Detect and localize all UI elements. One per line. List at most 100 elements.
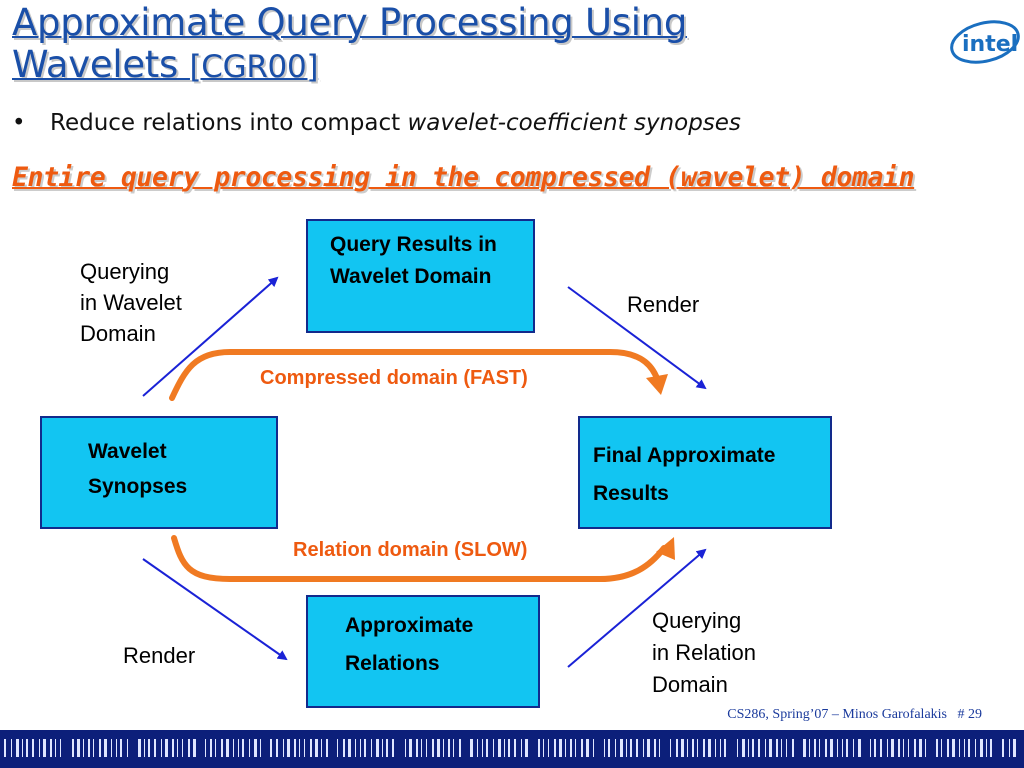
barcode-bar [1009, 739, 1010, 757]
barcode-bar [809, 739, 810, 757]
query-results-line-2: Wavelet Domain [330, 265, 492, 288]
barcode-bar [703, 739, 705, 757]
query-results-line-1: Query Results in [330, 233, 497, 256]
barcode-bar [903, 739, 904, 757]
approx-relations-line-2: Relations [345, 652, 440, 675]
barcode-bar [925, 739, 926, 757]
barcode-bar [11, 739, 12, 757]
barcode-bar [941, 739, 942, 757]
barcode-bar [748, 739, 749, 757]
wavelet-synopses-line-1: Wavelet [88, 440, 167, 463]
querying-relation-line-2: in Relation [652, 640, 756, 665]
barcode-bar [437, 739, 440, 757]
querying-wavelet-line-2: in Wavelet [80, 290, 182, 315]
barcode-bar [321, 739, 322, 757]
barcode-bar [842, 739, 843, 757]
final-results-line-2: Results [593, 482, 669, 505]
barcode-bar [260, 739, 261, 757]
barcode-bar [586, 739, 589, 757]
barcode-bar [283, 739, 284, 757]
barcode-bar [486, 739, 488, 757]
barcode-bar [887, 739, 888, 757]
barcode-bar [630, 739, 632, 757]
barcode-bar [161, 739, 162, 757]
barcode-bar [193, 739, 196, 757]
barcode-bar [371, 739, 372, 757]
barcode-bar [880, 739, 882, 757]
barcode-bar [315, 739, 318, 757]
barcode-bar [99, 739, 101, 757]
barcode-bar [608, 739, 610, 757]
barcode-bar [781, 739, 782, 757]
barcode-bar [148, 739, 150, 757]
barcode-bar [233, 739, 234, 757]
label-compressed-domain: Compressed domain (FAST) [260, 367, 528, 389]
barcode-bar [299, 739, 300, 757]
barcode-bar [975, 739, 976, 757]
barcode-bar [874, 739, 876, 757]
box-approx-relations [306, 595, 540, 708]
barcode-bar [226, 739, 229, 757]
barcode-bar [215, 739, 216, 757]
bullet-text: Reduce relations into compact [50, 110, 408, 136]
barcode-bar [570, 739, 572, 757]
barcode-bar [482, 739, 483, 757]
barcode-bar [382, 739, 383, 757]
barcode-bar [776, 739, 778, 757]
barcode-bar [803, 739, 806, 757]
barcode-bar [83, 739, 84, 757]
arrow-relation-head [656, 537, 675, 560]
barcode-bar [386, 739, 388, 757]
title-line-1: Approximate Query Processing Using [12, 1, 688, 44]
barcode-bar [715, 739, 716, 757]
barcode-bar [221, 739, 223, 757]
barcode-bar [287, 739, 290, 757]
barcode-bar [853, 739, 854, 757]
barcode-bar [16, 739, 19, 757]
querying-wavelet-line-3: Domain [80, 321, 156, 346]
barcode-bar [453, 739, 454, 757]
slide-title: Approximate Query Processing Using Wavel… [12, 2, 912, 88]
barcode-bar [459, 739, 461, 757]
querying-relation-line-1: Querying [652, 608, 742, 633]
barcode-bar [990, 739, 992, 757]
label-render-top: Render [627, 292, 700, 317]
barcode-bar [498, 739, 501, 757]
querying-wavelet-line-1: Querying [80, 259, 170, 284]
barcode-bar [508, 739, 510, 757]
barcode-bar [138, 739, 141, 757]
barcode-bar [846, 739, 848, 757]
label-querying-relation: Querying in Relation Domain [652, 605, 756, 701]
barcode-bar [604, 739, 605, 757]
approx-relations-line-1: Approximate [345, 614, 474, 637]
barcode-bar [426, 739, 427, 757]
barcode-bar [758, 739, 760, 757]
barcode-bar [986, 739, 987, 757]
barcode-bar [681, 739, 684, 757]
barcode-bar [254, 739, 257, 757]
barcode-bar [559, 739, 562, 757]
title-wavelets: Wavelets [12, 43, 178, 86]
barcode-bar [765, 739, 766, 757]
barcode-bar [554, 739, 556, 757]
barcode-bar [687, 739, 688, 757]
barcode-bar [548, 739, 549, 757]
barcode-bar [870, 739, 871, 757]
barcode-bar [104, 739, 107, 757]
barcode-bar [858, 739, 861, 757]
barcode-bar [88, 739, 90, 757]
barcode-bar [405, 739, 406, 757]
barcode-bar [514, 739, 516, 757]
barcode-bar [914, 739, 916, 757]
barcode-bar [968, 739, 970, 757]
barcode-bar [182, 739, 183, 757]
barcode-bar [355, 739, 356, 757]
barcode-bar [525, 739, 528, 757]
barcode-bar [724, 739, 726, 757]
barcode-bar [837, 739, 838, 757]
arrow-compressed-domain [169, 349, 663, 401]
barcode-bar [720, 739, 721, 757]
barcode-bar [636, 739, 638, 757]
barcode-bar [825, 739, 827, 757]
barcode-bar [304, 739, 305, 757]
